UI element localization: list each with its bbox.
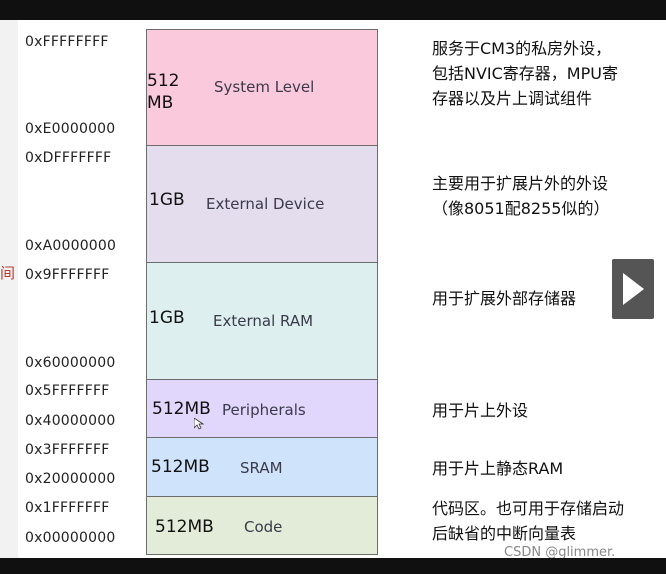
description-sram: 用于片上静态RAM bbox=[432, 459, 564, 478]
block-name-label: Code bbox=[244, 518, 283, 536]
memory-block-code: 512MB Code bbox=[146, 496, 378, 555]
block-size-label: 512MB bbox=[151, 457, 210, 477]
memory-block-sram: 512MB SRAM bbox=[146, 437, 378, 497]
address-top-sram: 0x3FFFFFFF bbox=[25, 442, 110, 458]
address-bottom-external-device: 0xA0000000 bbox=[25, 238, 117, 254]
block-name-label: SRAM bbox=[240, 459, 283, 477]
description-external-ram: 用于扩展外部存储器 bbox=[432, 289, 577, 308]
cropped-side-character: 间 bbox=[0, 264, 16, 282]
description-system-level: 服务于CM3的私房外设， 包括NVIC寄存器，MPU寄 存器以及片上调试组件 bbox=[432, 39, 618, 108]
block-size-label: 512MB bbox=[155, 517, 214, 537]
play-icon bbox=[623, 273, 644, 305]
address-bottom-external-ram: 0x60000000 bbox=[25, 355, 116, 371]
block-size-label: 512MB bbox=[152, 399, 211, 419]
block-size-label: 1GB bbox=[149, 308, 185, 328]
bottom-letterbox-bar bbox=[0, 558, 666, 574]
block-name-label: Peripherals bbox=[222, 401, 306, 419]
address-top-system-level: 0xFFFFFFFF bbox=[25, 34, 109, 50]
address-top-external-device: 0xDFFFFFFF bbox=[25, 150, 112, 166]
address-bottom-system-level: 0xE0000000 bbox=[25, 121, 116, 137]
block-size-label: 512 MB bbox=[147, 71, 180, 113]
block-name-label: System Level bbox=[214, 78, 315, 96]
address-top-external-ram: 0x9FFFFFFF bbox=[25, 267, 110, 283]
left-edge-strip bbox=[0, 20, 18, 558]
address-top-code: 0x1FFFFFFF bbox=[25, 500, 110, 516]
address-bottom-peripherals: 0x40000000 bbox=[25, 413, 116, 429]
address-top-peripherals: 0x5FFFFFFF bbox=[25, 383, 110, 399]
next-slide-button[interactable] bbox=[612, 259, 654, 319]
memory-block-external-device: 1GB External Device bbox=[146, 145, 378, 263]
watermark-text: CSDN @glimmer. bbox=[504, 545, 616, 560]
address-bottom-sram: 0x20000000 bbox=[25, 471, 116, 487]
memory-block-system-level: 512 MB System Level bbox=[146, 29, 378, 146]
block-size-label: 1GB bbox=[149, 190, 185, 210]
description-code: 代码区。也可用于存储启动 后缺省的中断向量表 bbox=[432, 499, 625, 543]
block-name-label: External Device bbox=[206, 195, 325, 213]
memory-block-peripherals: 512MB Peripherals bbox=[146, 379, 378, 438]
cursor-icon bbox=[194, 418, 204, 430]
description-peripherals: 用于片上外设 bbox=[432, 401, 529, 420]
memory-block-external-ram: 1GB External RAM bbox=[146, 262, 378, 380]
address-bottom-code: 0x00000000 bbox=[25, 530, 116, 546]
description-external-device: 主要用于扩展片外的外设 （像8051配8255似的） bbox=[432, 174, 610, 218]
block-name-label: External RAM bbox=[213, 312, 314, 330]
top-letterbox-bar bbox=[0, 0, 666, 20]
